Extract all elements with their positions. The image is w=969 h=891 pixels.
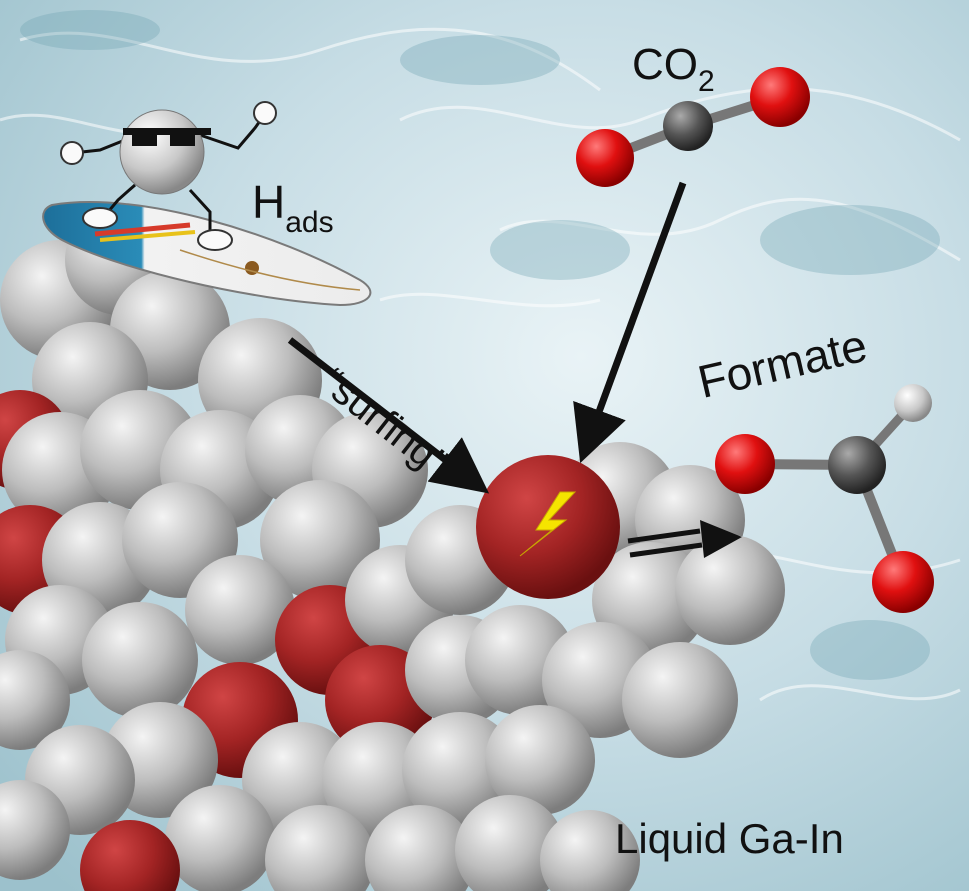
reaction-arrow [627,520,742,558]
formate-molecule [715,384,934,613]
co2-label-sub: 2 [698,65,715,98]
gallium-atom [82,602,198,718]
gallium-atom [540,810,640,891]
co2-molecule [576,67,810,187]
hydrogen-adsorbed-label: Hads [252,175,334,239]
gallium-atom [265,805,375,891]
liquid-metal-cluster [0,205,785,891]
formate-hydrogen-atom [894,384,932,422]
formate-oxygen-atom [872,551,934,613]
board-stripe-red [94,222,191,237]
gallium-atom [675,535,785,645]
lightning-bolt-icon [519,491,577,557]
indium-atom [80,820,180,891]
gallium-atom [622,642,738,758]
gallium-atom [0,780,70,880]
formate-oxygen-atom [715,434,775,494]
co2-oxygen-atom [750,67,810,127]
liquid-ga-in-label: Liquid Ga-In [615,815,844,862]
gallium-atom [185,555,295,665]
surfing-hydrogen-character [42,101,372,307]
gallium-atom [165,785,275,891]
gallium-atom [365,805,475,891]
co2-carbon-atom [663,101,713,151]
gallium-atom [0,650,70,750]
surfing-arrow [287,337,490,494]
water-shadows [20,10,940,680]
co2-label: CO2 [632,40,715,98]
co2-oxygen-atom [576,129,634,187]
co2-label-main: CO [632,40,698,89]
co2-arrow [573,181,687,464]
board-stripe-yellow [99,230,196,242]
hydrogen-label-sub: ads [285,206,334,239]
gallium-atom [485,705,595,815]
hydrogen-label-main: H [252,176,286,228]
gallium-atom [260,480,380,600]
gallium-atom [455,795,565,891]
formate-carbon-atom [828,436,886,494]
